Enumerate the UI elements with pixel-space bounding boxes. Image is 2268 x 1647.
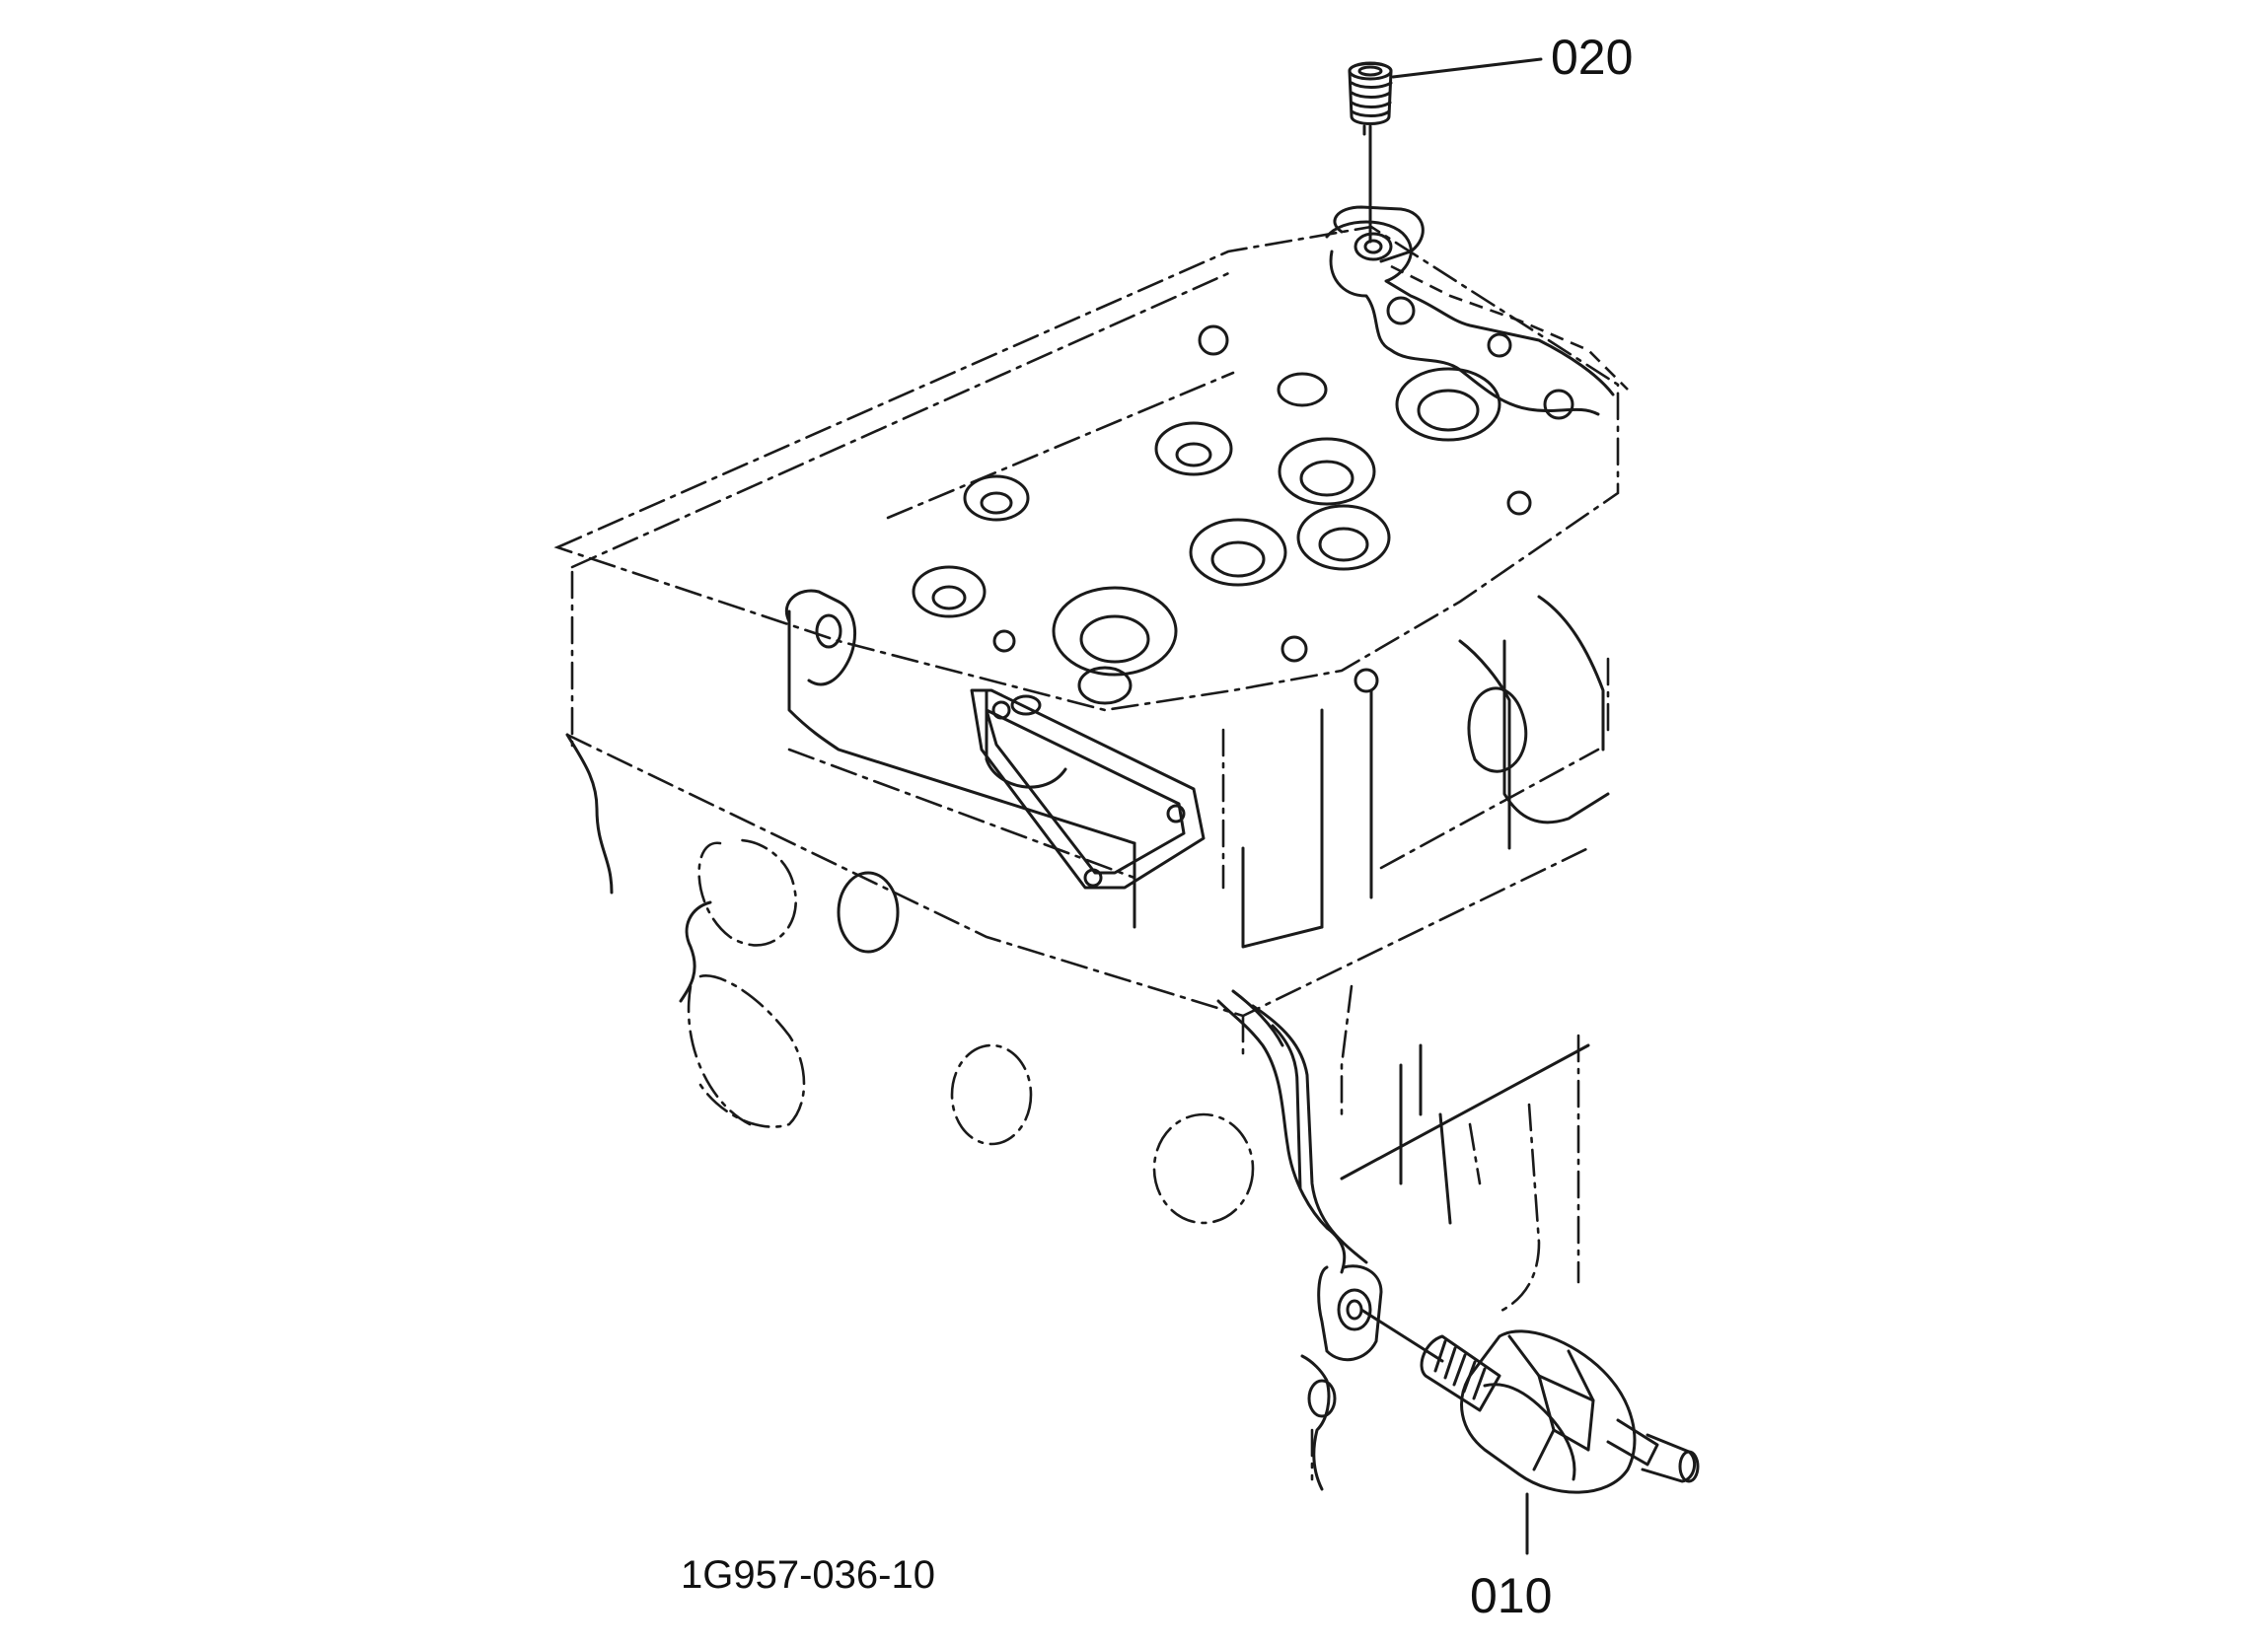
head-ports xyxy=(912,296,1574,705)
engine-head-illustration xyxy=(553,205,1629,1491)
plug-screw-icon xyxy=(1348,61,1393,244)
part-label-020: 020 xyxy=(1551,30,1633,85)
part-label-010: 010 xyxy=(1470,1568,1552,1623)
pressure-switch-icon xyxy=(1359,1308,1700,1494)
leader-line-020 xyxy=(1391,57,1543,79)
drawing-number: 1G957-036-10 xyxy=(681,1553,935,1597)
